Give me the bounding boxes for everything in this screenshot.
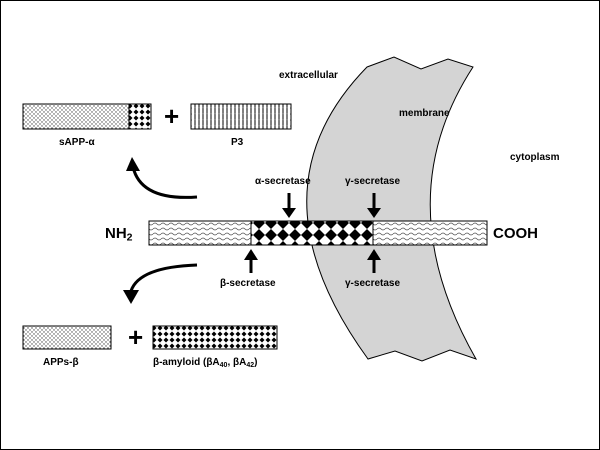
beta-amyloid-label: β-amyloid (βA40, βA42) <box>153 357 258 369</box>
alpha-secretase-arrow <box>282 193 296 218</box>
nh2-label: NH2 <box>105 225 133 244</box>
app-protein-bar <box>148 220 488 246</box>
gamma-secretase-top-arrow <box>367 193 381 218</box>
gamma-secretase-top-label: γ-secretase <box>345 176 401 187</box>
membrane-region <box>306 56 478 362</box>
app-abeta-segment <box>250 220 374 246</box>
sapp-alpha-label: sAPP-α <box>59 137 95 148</box>
plus-sign-bottom: + <box>128 322 144 352</box>
app-c-terminal-segment <box>372 220 488 246</box>
alpha-secretase-label: α-secretase <box>255 176 311 187</box>
p3-fragment <box>190 103 292 130</box>
beta-secretase-label: β-secretase <box>220 278 276 289</box>
apps-beta-label: APPs-β <box>43 357 79 368</box>
alpha-cleavage-curved-arrow <box>126 157 198 199</box>
app-n-terminal-segment <box>148 220 252 246</box>
gamma-secretase-bottom-arrow <box>367 249 381 273</box>
beta-secretase-arrow <box>244 249 258 273</box>
cytoplasm-label: cytoplasm <box>510 152 560 163</box>
beta-amyloid-fragment <box>152 325 278 350</box>
membrane-label: membrane <box>399 108 450 119</box>
sapp-alpha-fragment <box>22 103 152 130</box>
beta-cleavage-curved-arrow <box>123 263 198 304</box>
gamma-secretase-bottom-label: γ-secretase <box>345 278 401 289</box>
apps-beta-fragment <box>22 325 112 350</box>
extracellular-label: extracellular <box>279 70 338 81</box>
p3-label: P3 <box>231 137 244 148</box>
plus-sign-top: + <box>164 101 180 131</box>
cooh-label: COOH <box>493 225 538 242</box>
